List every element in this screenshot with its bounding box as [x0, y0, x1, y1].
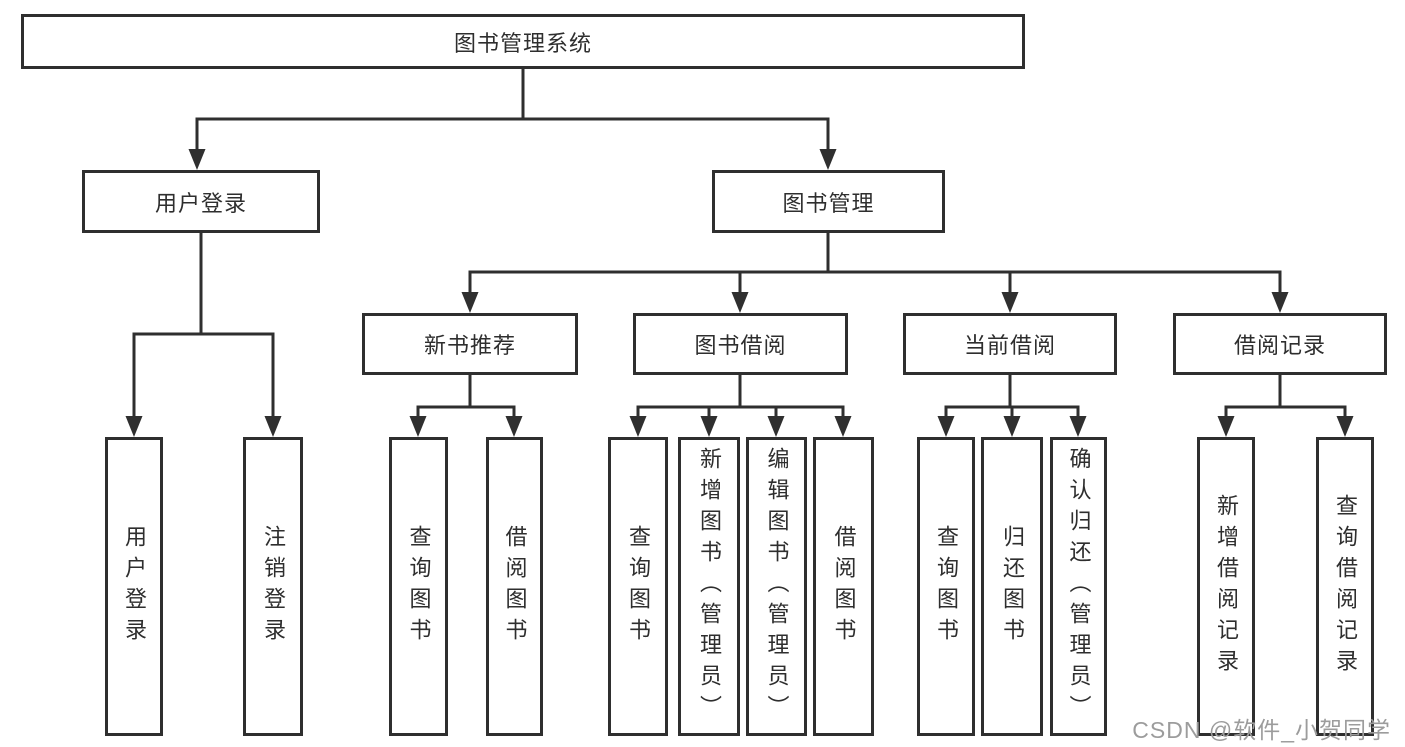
leaf-label: 归还图书 — [1000, 524, 1025, 649]
leaf-label: 编辑图书（管理员） — [764, 447, 790, 726]
arrowhead-icon — [700, 416, 718, 437]
leaf-label: 新增借阅记录 — [1214, 493, 1239, 680]
leaf-add-borrow-record: 新增借阅记录 — [1197, 437, 1255, 736]
csdn-watermark: CSDN @软件_小贺同学 — [1132, 717, 1391, 743]
node-book-borrowing: 图书借阅 — [633, 313, 848, 375]
leaf-query-borrow-record: 查询借阅记录 — [1316, 437, 1374, 736]
node-label: 用户登录 — [154, 190, 247, 216]
node-label: 新书推荐 — [423, 333, 516, 358]
node-label: 图书管理系统 — [453, 30, 592, 56]
leaf-edit-book-admin: 编辑图书（管理员） — [746, 437, 807, 736]
arrowhead-icon — [409, 416, 427, 437]
node-book-management: 图书管理 — [712, 170, 945, 233]
leaf-logout: 注销登录 — [243, 437, 303, 736]
leaf-label: 注销登录 — [261, 524, 286, 649]
node-new-book-recommend: 新书推荐 — [362, 313, 578, 375]
leaf-label: 查询图书 — [626, 524, 651, 649]
arrowhead-icon — [937, 416, 955, 437]
arrowhead-icon — [767, 416, 785, 437]
node-label: 图书借阅 — [694, 333, 787, 358]
node-user-login: 用户登录 — [82, 170, 320, 233]
leaf-return-book: 归还图书 — [981, 437, 1043, 736]
leaf-label: 新增图书（管理员） — [697, 447, 722, 726]
leaf-label: 用户登录 — [122, 524, 147, 649]
node-current-borrowing: 当前借阅 — [903, 313, 1117, 375]
arrowhead-icon — [1069, 416, 1087, 437]
leaf-add-book-admin: 新增图书（管理员） — [678, 437, 740, 736]
node-label: 当前借阅 — [963, 333, 1056, 358]
leaf-borrow-books-recommend: 借阅图书 — [486, 437, 543, 736]
arrowhead-icon — [1003, 416, 1021, 437]
leaf-query-books-borrowing: 查询图书 — [608, 437, 668, 736]
arrowhead-icon — [1336, 416, 1354, 437]
arrowhead-icon — [819, 149, 837, 170]
leaf-confirm-return-admin: 确认归还（管理员） — [1050, 437, 1107, 736]
leaf-query-books-current: 查询图书 — [917, 437, 975, 736]
arrowhead-icon — [188, 149, 206, 170]
arrowhead-icon — [125, 416, 143, 437]
arrowhead-icon — [834, 416, 852, 437]
leaf-label: 确认归还（管理员） — [1066, 447, 1092, 726]
arrowhead-icon — [731, 292, 749, 313]
node-label: 图书管理 — [782, 190, 875, 216]
arrowhead-icon — [1217, 416, 1235, 437]
leaf-label: 借阅图书 — [502, 524, 528, 649]
arrowhead-icon — [505, 416, 523, 437]
leaf-user-login: 用户登录 — [105, 437, 163, 736]
arrowhead-icon — [1271, 292, 1289, 313]
node-label: 借阅记录 — [1233, 333, 1326, 358]
leaf-label: 借阅图书 — [831, 524, 857, 649]
arrowhead-icon — [264, 416, 282, 437]
node-system-root: 图书管理系统 — [21, 14, 1025, 69]
arrowhead-icon — [1001, 292, 1019, 313]
leaf-label: 查询图书 — [934, 524, 959, 649]
node-borrow-records: 借阅记录 — [1173, 313, 1387, 375]
leaf-borrow-books-borrowing: 借阅图书 — [813, 437, 874, 736]
leaf-label: 查询借阅记录 — [1333, 493, 1358, 680]
leaf-label: 查询图书 — [406, 524, 432, 649]
leaf-query-books-recommend: 查询图书 — [389, 437, 448, 736]
arrowhead-icon — [461, 292, 479, 313]
arrowhead-icon — [629, 416, 647, 437]
